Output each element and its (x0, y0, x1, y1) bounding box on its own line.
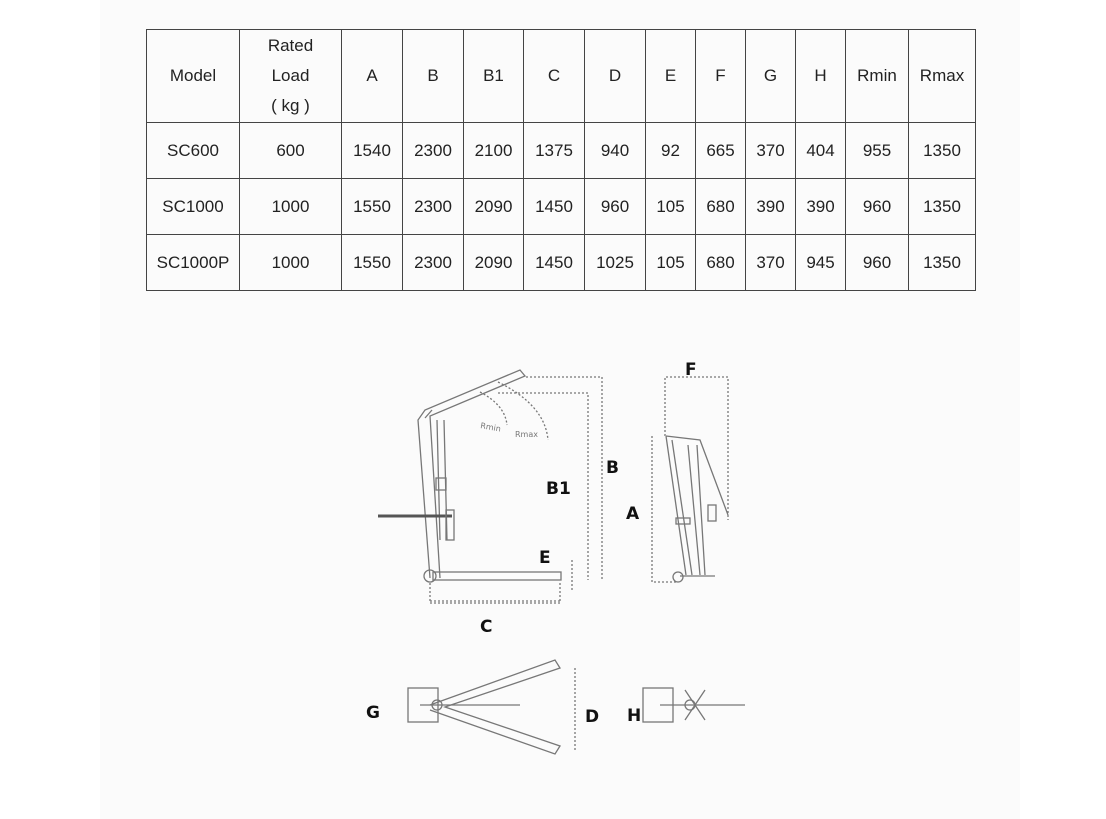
label-c: C (480, 617, 493, 637)
label-d: D (585, 707, 600, 727)
table-cell: 370 (745, 234, 796, 291)
table-cell: 1550 (341, 234, 403, 291)
header-rated-line: Load (271, 66, 310, 85)
table-cell: 92 (645, 122, 696, 179)
table-cell: 2300 (402, 234, 464, 291)
table-cell: 1450 (523, 234, 585, 291)
header-model: Model (146, 29, 240, 123)
header-h: H (795, 29, 846, 123)
header-c: C (523, 29, 585, 123)
table-cell: 1000 (239, 234, 342, 291)
table-header-row: Model Rated Load ( kg ) A B B1 C D E F G… (146, 29, 976, 123)
label-f: F (685, 360, 697, 380)
table-cell: 1350 (908, 234, 976, 291)
header-g: G (745, 29, 796, 123)
table-cell: 680 (695, 234, 746, 291)
rmax-label: Rmax (515, 430, 538, 439)
header-a: A (341, 29, 403, 123)
table-cell: 1550 (341, 178, 403, 235)
table-cell: 1025 (584, 234, 646, 291)
header-rmin: Rmin (845, 29, 909, 123)
table-cell: 2090 (463, 234, 524, 291)
table-cell: 390 (745, 178, 796, 235)
crane-side-view (378, 369, 603, 604)
table-cell: 600 (239, 122, 342, 179)
table-cell: SC1000 (146, 178, 240, 235)
table-cell: 1350 (908, 122, 976, 179)
header-b1: B1 (463, 29, 524, 123)
table-cell: 2090 (463, 178, 524, 235)
header-b: B (402, 29, 464, 123)
crane-front-view (651, 376, 729, 583)
table-cell: 665 (695, 122, 746, 179)
header-rated-load: Rated Load ( kg ) (239, 29, 342, 123)
table-cell: 1350 (908, 178, 976, 235)
header-d: D (584, 29, 646, 123)
table-cell: SC1000P (146, 234, 240, 291)
label-h: H (627, 706, 642, 726)
table-cell: 960 (584, 178, 646, 235)
table-cell: 2100 (463, 122, 524, 179)
header-f: F (695, 29, 746, 123)
rmin-label: Rmin (480, 421, 502, 433)
table-cell: SC600 (146, 122, 240, 179)
table-cell: 390 (795, 178, 846, 235)
label-b1: B1 (546, 479, 571, 499)
table-cell: 960 (845, 234, 909, 291)
label-b: B (606, 458, 619, 478)
header-rmax: Rmax (908, 29, 976, 123)
label-a: A (626, 504, 640, 524)
table-cell: 404 (795, 122, 846, 179)
header-e: E (645, 29, 696, 123)
label-g: G (366, 703, 380, 723)
table-cell: 945 (795, 234, 846, 291)
specification-table: Model Rated Load ( kg ) A B B1 C D E F G… (146, 29, 976, 291)
table-cell: 1000 (239, 178, 342, 235)
header-rated-line: ( kg ) (271, 96, 310, 115)
crane-top-view-left (407, 659, 576, 755)
crane-top-view-right (642, 687, 745, 723)
header-rated-line: Rated (267, 36, 314, 55)
table-cell: 955 (845, 122, 909, 179)
table-cell: 2300 (402, 122, 464, 179)
label-e: E (539, 548, 551, 568)
